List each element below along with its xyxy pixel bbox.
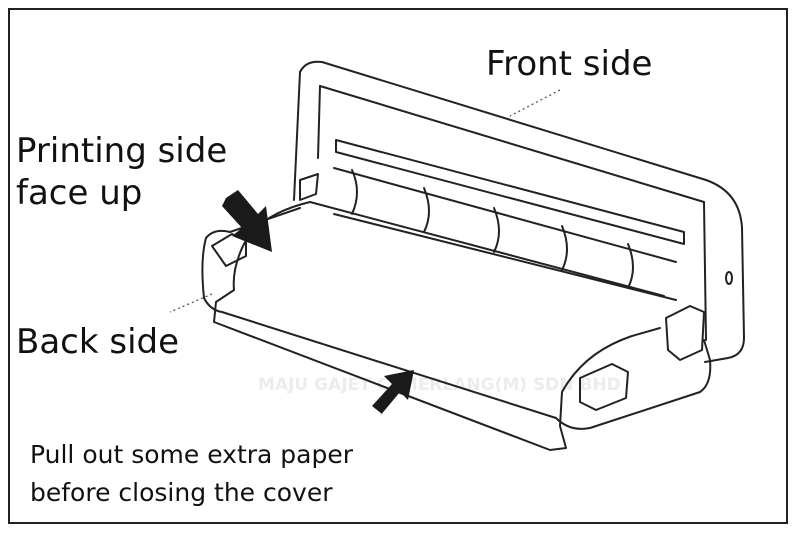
printing-side-label: Printing side face up <box>16 130 227 214</box>
front-side-label: Front side <box>486 44 652 84</box>
instruction-line2: before closing the cover <box>30 474 353 512</box>
back-side-label: Back side <box>16 322 179 362</box>
right-hinge <box>666 306 704 360</box>
instruction-line1: Pull out some extra paper <box>30 436 353 474</box>
arrow-pull-paper <box>372 370 414 416</box>
side-button <box>726 272 732 284</box>
back-side-leader <box>170 294 212 312</box>
cover-inner-frame <box>320 86 706 340</box>
instruction-text: Pull out some extra paper before closing… <box>30 436 353 512</box>
paper-roll-top <box>334 168 676 262</box>
printing-side-line2: face up <box>16 172 227 214</box>
front-side-leader <box>510 90 560 116</box>
printer-base <box>202 238 710 429</box>
printer-cover <box>300 62 744 362</box>
printing-side-line1: Printing side <box>16 130 227 172</box>
